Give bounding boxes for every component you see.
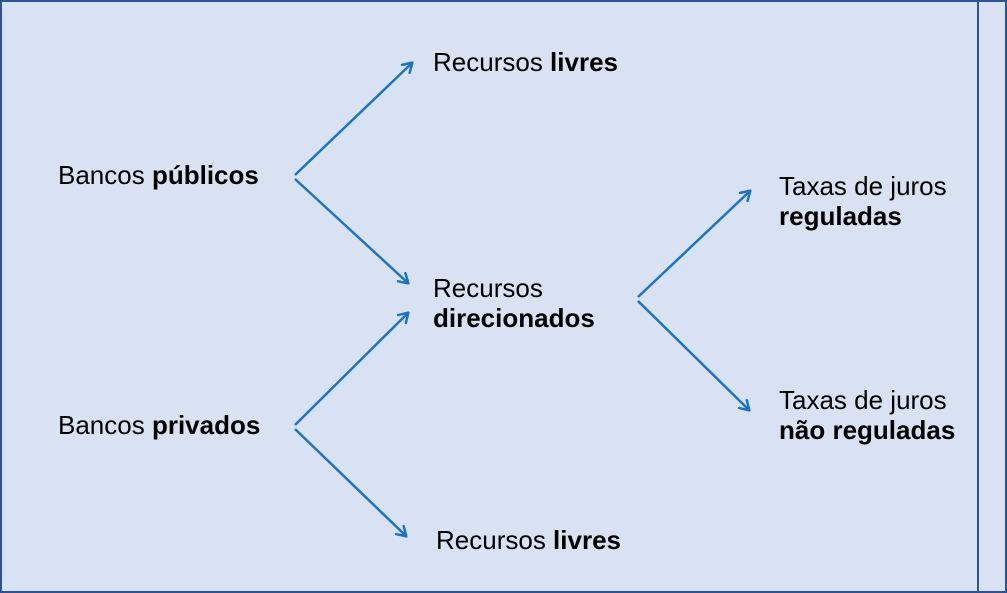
node-recursos-livres-bottom: Recursos livres [436, 525, 621, 555]
right-inner-border-line [977, 2, 979, 591]
node-label: Recursos [433, 273, 543, 303]
node-recursos-livres-top: Recursos livres [433, 47, 618, 77]
node-label-bold: livres [553, 525, 621, 555]
node-label: Bancos [58, 160, 152, 190]
node-label: Recursos [433, 47, 551, 77]
edge-bancos-privados-to-recursos-livres-bottom [294, 428, 408, 538]
node-label-bold: não reguladas [779, 415, 956, 445]
edge-bancos-publicos-to-recursos-livres-top [294, 61, 414, 176]
node-label: Recursos [436, 525, 554, 555]
edge-bancos-publicos-to-recursos-direcionados [294, 178, 410, 285]
node-label: Bancos [58, 410, 152, 440]
edge-bancos-privados-to-recursos-direcionados [294, 311, 410, 426]
node-taxas-de-juros-reguladas: Taxas de juros reguladas [779, 171, 947, 231]
node-taxas-de-juros-nao-reguladas: Taxas de juros não reguladas [779, 385, 955, 445]
node-label: Taxas de juros [779, 385, 947, 415]
node-bancos-publicos: Bancos públicos [58, 160, 259, 190]
node-label: Taxas de juros [779, 171, 947, 201]
node-bancos-privados: Bancos privados [58, 410, 260, 440]
node-label-bold: públicos [151, 160, 259, 190]
node-label-bold: direcionados [433, 303, 595, 333]
node-label-bold: livres [550, 47, 618, 77]
edge-recursos-direcionados-to-taxas-reguladas [637, 189, 752, 298]
node-recursos-direcionados: Recursos direcionados [433, 273, 595, 333]
node-label-bold: reguladas [779, 201, 902, 231]
edge-recursos-direcionados-to-taxas-nao-reguladas [637, 300, 751, 412]
node-label-bold: privados [151, 410, 261, 440]
